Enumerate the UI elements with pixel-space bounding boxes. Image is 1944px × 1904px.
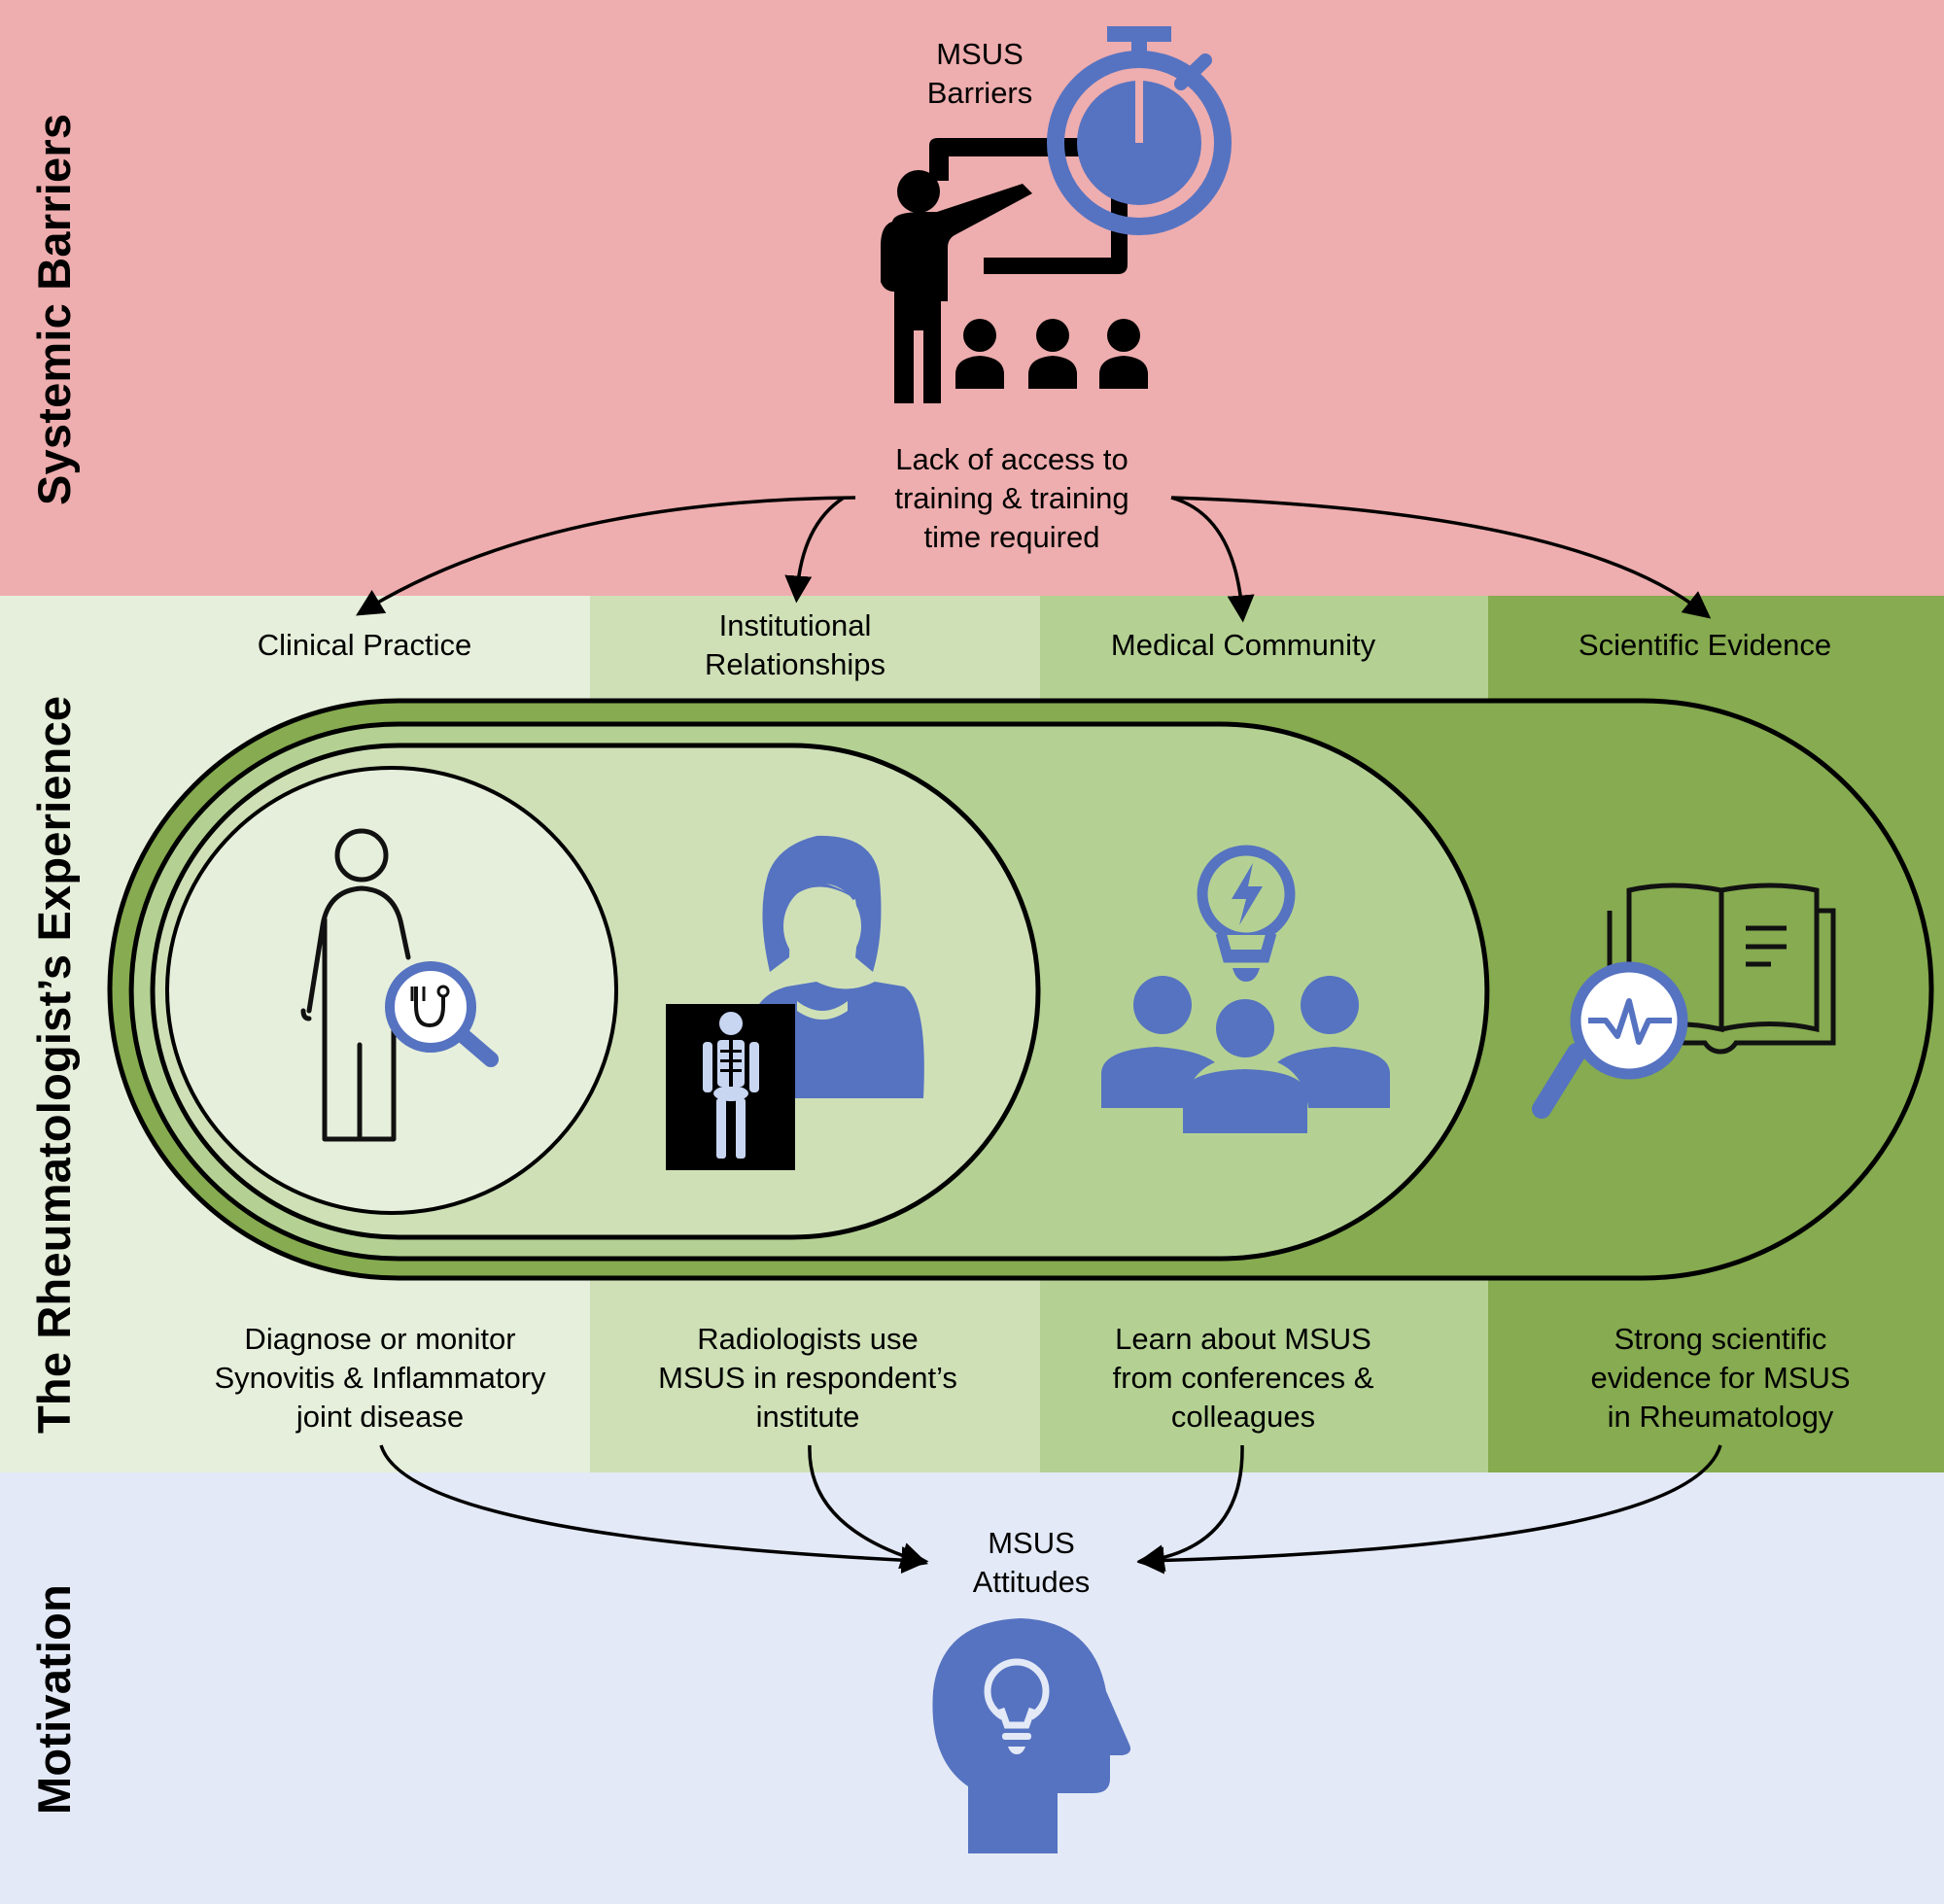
- description-scientific-evidence: Strong scientific evidence for MSUS in R…: [1590, 1322, 1851, 1434]
- header-medical-community: Medical Community: [1110, 628, 1376, 662]
- motivation-label: Motivation: [28, 1584, 80, 1815]
- msus-attitudes-title: MSUS Attitudes: [972, 1526, 1091, 1599]
- barrier-description: Lack of access to training & training ti…: [894, 442, 1129, 554]
- description-clinical-practice: Diagnose or monitor Synovitis & Inflamma…: [214, 1322, 546, 1434]
- description-medical-community: Learn about MSUS from conferences & coll…: [1112, 1322, 1374, 1434]
- header-institutional-relationships: Institutional Relationships: [704, 608, 886, 681]
- header-scientific-evidence: Scientific Evidence: [1578, 628, 1832, 662]
- msus-barriers-title: MSUS Barriers: [926, 37, 1033, 110]
- experience-label: The Rheumatologist’s Experience: [28, 695, 80, 1434]
- description-institutional-relationships: Radiologists use MSUS in respondent’s in…: [658, 1322, 957, 1434]
- header-clinical-practice: Clinical Practice: [257, 628, 472, 662]
- systemic-barriers-label: Systemic Barriers: [28, 113, 80, 505]
